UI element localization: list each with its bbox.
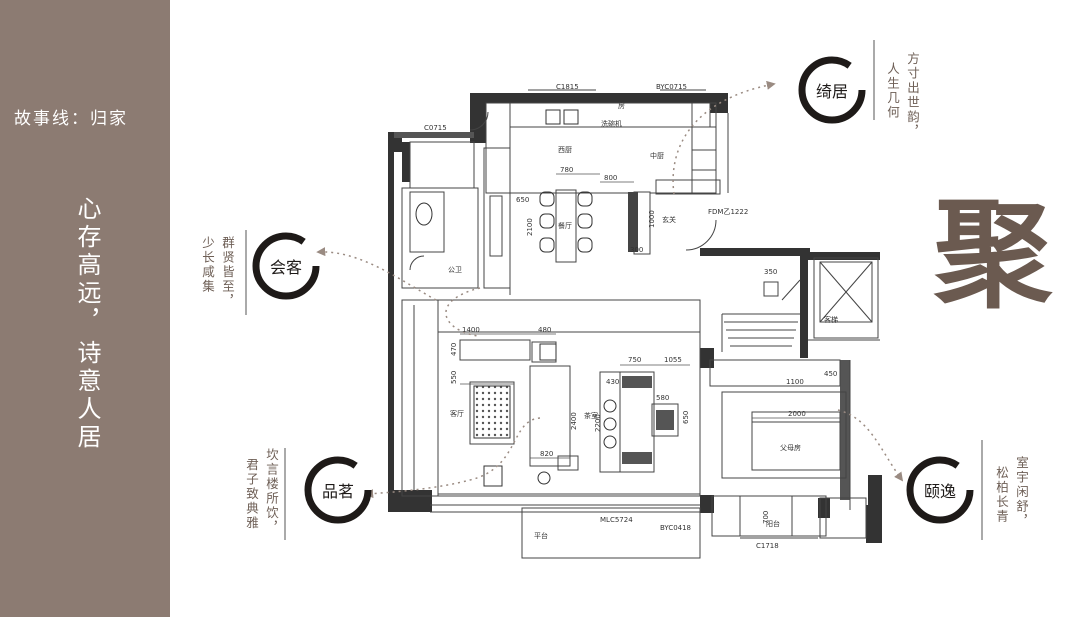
dim-1000: 1000 xyxy=(648,210,656,228)
room-foyer: 玄关 xyxy=(662,215,676,224)
badge-pinming-text: 品茗 xyxy=(322,482,354,501)
badge-qiju: 绮居 xyxy=(798,56,866,124)
dim-470: 470 xyxy=(450,343,458,356)
dim-1400: 1400 xyxy=(462,326,480,334)
badge-yiyi-text: 颐逸 xyxy=(924,482,956,501)
dim-750: 750 xyxy=(628,356,641,364)
room-dishwasher: 洗碗机 xyxy=(601,119,622,128)
dim-700: 700 xyxy=(762,511,770,524)
room-dining: 餐厅 xyxy=(558,221,572,230)
poem-pinming-2: 君子致典雅 xyxy=(244,458,259,531)
poem-huike-1: 群贤皆至， xyxy=(220,236,235,309)
room-west-kitchen: 西厨 xyxy=(558,146,572,154)
dim-450: 450 xyxy=(824,370,837,378)
dim-2400: 2400 xyxy=(570,412,578,430)
room-parents: 父母房 xyxy=(780,443,801,452)
label-c1718: C1718 xyxy=(756,542,779,550)
label-mlc: MLC5724 xyxy=(600,516,633,524)
sidebar-line-1: 心存高远， xyxy=(73,196,101,336)
dim-430: 430 xyxy=(606,378,619,386)
dim-550: 550 xyxy=(450,371,458,384)
dim-1055: 1055 xyxy=(664,356,682,364)
dim-2100: 2100 xyxy=(526,218,534,236)
room-chinese-kitchen: 中厨 xyxy=(650,151,664,160)
badge-qiju-text: 绮居 xyxy=(816,82,848,101)
room-public-bath: 公卫 xyxy=(448,266,462,274)
poem-yiyi-2: 松柏长青 xyxy=(994,466,1009,524)
room-terrace: 平台 xyxy=(534,531,548,540)
badge-yiyi: 颐逸 xyxy=(906,456,974,524)
furniture xyxy=(415,109,674,487)
room-tea: 茶室 xyxy=(584,411,598,420)
dim-650: 650 xyxy=(516,196,529,204)
dim-820: 820 xyxy=(540,450,553,458)
dim-300: 300 xyxy=(630,246,643,254)
dim-780: 780 xyxy=(560,166,573,174)
plan-labels: C1815 BYC0715 C0715 FDM乙1222 MLC5724 BYC… xyxy=(424,83,838,550)
storyline-arrows xyxy=(316,80,904,499)
label-byc0715: BYC0715 xyxy=(656,83,687,91)
calligraphy-ju: 聚 xyxy=(934,185,1053,324)
room-elevator: 客梯 xyxy=(824,315,838,324)
dim-2000: 2000 xyxy=(788,410,806,418)
label-byc0418: BYC0418 xyxy=(660,524,691,532)
dim-480: 480 xyxy=(538,326,551,334)
dim-580: 580 xyxy=(656,394,669,402)
badge-pinming: 品茗 xyxy=(304,456,372,524)
dim-800: 800 xyxy=(604,174,617,182)
poem-pinming-1: 坎言楼所饮， xyxy=(264,448,279,535)
room-living: 客厅 xyxy=(450,409,464,418)
poem-brackets xyxy=(245,40,983,540)
poem-huike-2: 少长咸集 xyxy=(200,236,215,294)
dimension-lines xyxy=(460,173,840,459)
poem-qiju-1: 方寸出世韵， xyxy=(905,52,920,139)
dim-1100: 1100 xyxy=(786,378,804,386)
label-c1815: C1815 xyxy=(556,83,579,91)
poem-qiju-2: 人生几何 xyxy=(885,62,900,120)
room-outlines xyxy=(401,89,880,559)
label-fang: 房 xyxy=(618,101,625,110)
label-fdm: FDM乙1222 xyxy=(708,208,748,216)
room-balcony: 阳台 xyxy=(766,519,780,528)
badge-huike-text: 会客 xyxy=(270,258,302,277)
badge-huike: 会客 xyxy=(252,232,320,300)
dim-2200: 2200 xyxy=(594,414,602,432)
label-c0715: C0715 xyxy=(424,124,447,132)
sidebar-title: 故事线：归家 xyxy=(14,109,128,129)
poem-yiyi-1: 室宇闲舒， xyxy=(1014,456,1029,529)
dim-650b: 650 xyxy=(682,411,690,424)
walls xyxy=(388,93,882,543)
sidebar-line-2: 诗意人居 xyxy=(73,340,101,452)
sidebar: 故事线：归家 心存高远， 诗意人居 xyxy=(0,0,170,617)
dim-350: 350 xyxy=(764,268,777,276)
